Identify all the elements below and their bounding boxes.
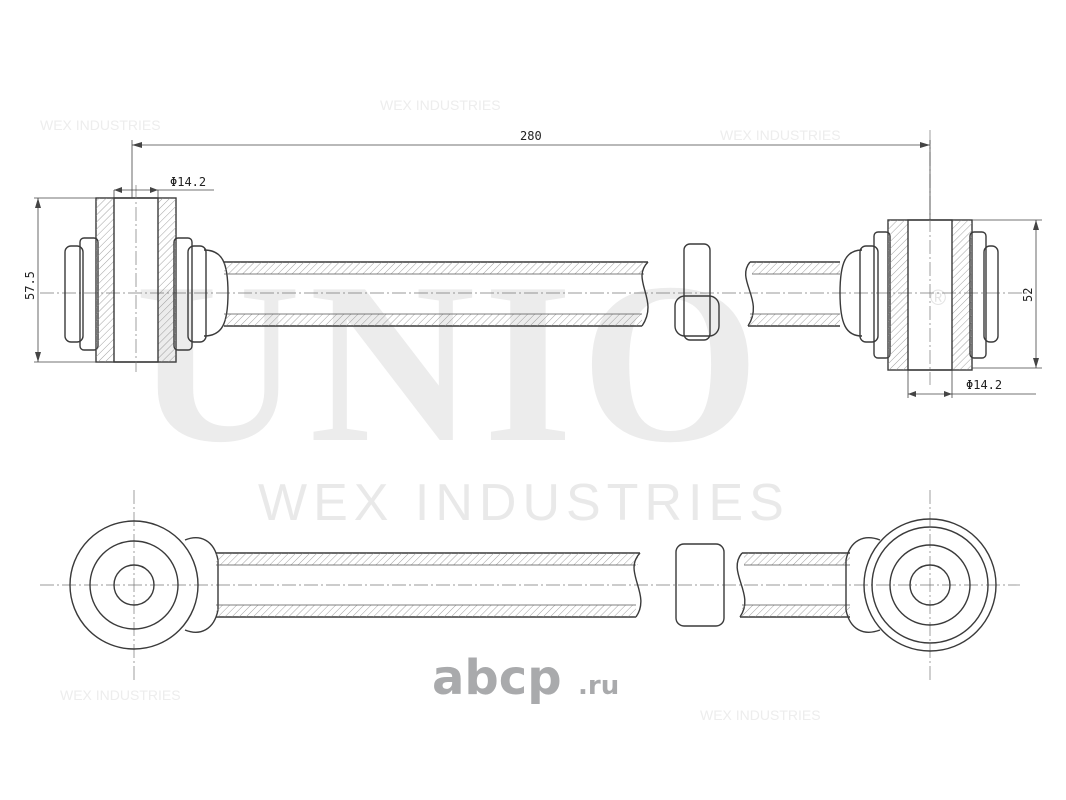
- dimension-right-bore: Φ14.2: [907, 370, 1036, 398]
- svg-text:WEX INDUSTRIES: WEX INDUSTRIES: [700, 707, 821, 723]
- right-eye: [845, 518, 997, 652]
- svg-text:WEX INDUSTRIES: WEX INDUSTRIES: [380, 97, 501, 113]
- svg-text:Φ14.2: Φ14.2: [170, 175, 206, 189]
- registered-mark: ®: [930, 285, 946, 310]
- tube-section: [224, 243, 840, 341]
- abcp-logo: abcp .ru: [432, 650, 619, 706]
- svg-text:57.5: 57.5: [23, 271, 37, 300]
- svg-text:WEX INDUSTRIES: WEX INDUSTRIES: [60, 687, 181, 703]
- company-watermark: WEX INDUSTRIES: [258, 474, 790, 532]
- brand-watermark: UNIO: [135, 235, 768, 490]
- dimension-left-height: 57.5: [23, 197, 96, 363]
- svg-text:WEX INDUSTRIES: WEX INDUSTRIES: [720, 127, 841, 143]
- left-bushing-section: [64, 185, 229, 372]
- svg-text:52: 52: [1021, 288, 1035, 302]
- svg-text:280: 280: [520, 129, 542, 143]
- right-bushing-section: [839, 130, 999, 385]
- side-view: [40, 490, 1020, 680]
- top-view: 280 Φ14.2 Φ14.2 57.5: [23, 129, 1042, 398]
- dimension-right-height: 52: [972, 219, 1042, 369]
- svg-text:WEX INDUSTRIES: WEX INDUSTRIES: [40, 117, 161, 133]
- background-watermark-pattern: WEX INDUSTRIES WEX INDUSTRIES WEX INDUST…: [40, 97, 841, 723]
- left-eye: [69, 520, 219, 650]
- svg-text:.ru: .ru: [578, 671, 619, 701]
- svg-text:abcp: abcp: [432, 650, 562, 706]
- dimension-left-bore: Φ14.2: [113, 175, 214, 198]
- dimension-overall-length: 280: [131, 129, 931, 220]
- svg-text:Φ14.2: Φ14.2: [966, 378, 1002, 392]
- tube-side: [216, 543, 850, 627]
